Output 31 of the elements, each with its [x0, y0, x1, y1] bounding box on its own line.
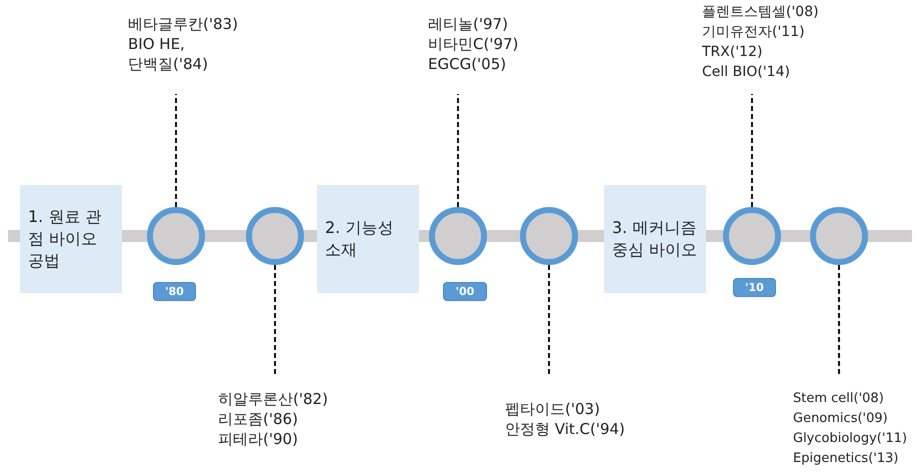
milestone-text: TRX('12) — [702, 43, 764, 62]
leader-line — [548, 265, 550, 375]
stage-box: 1. 원료 관점 바이오 공법 — [20, 185, 122, 293]
leader-line — [457, 94, 459, 207]
milestone-text: 히알루론산('82) — [218, 389, 329, 409]
stage-box: 3. 메커니즘 중심 바이오 — [604, 185, 706, 293]
decade-badge: '80 — [153, 282, 196, 301]
milestone-text: 안정형 Vit.C('94) — [505, 419, 626, 439]
decade-badge: '10 — [733, 278, 776, 297]
leader-line — [175, 94, 177, 207]
leader-line — [838, 265, 840, 375]
milestone-text: 베타글루칸('83) — [128, 14, 239, 34]
milestone-text: 피테라('90) — [218, 429, 299, 449]
milestone-text: Glycobiology('11) — [793, 430, 908, 448]
decade-badge: '00 — [443, 282, 487, 301]
milestone-text: 리포좀('86) — [218, 409, 299, 429]
milestone-text: 플렌트스템셀('08) — [702, 3, 820, 22]
milestone-text: 펩타이드('03) — [505, 399, 601, 419]
milestone-text: Epigenetics('13) — [793, 450, 900, 468]
leader-line — [751, 94, 753, 207]
milestone-text: Stem cell('08) — [793, 390, 885, 408]
milestone-text: Cell BIO('14) — [702, 63, 791, 82]
milestone-text: EGCG('05) — [428, 54, 508, 74]
milestone-text: 기미유전자('11) — [702, 23, 806, 42]
leader-line — [274, 265, 276, 375]
milestone-text: 레티놀('97) — [428, 14, 509, 34]
milestone-text: Genomics('09) — [793, 410, 889, 428]
milestone-text: BIO HE, — [128, 34, 186, 54]
milestone-text: 단백질('84) — [128, 54, 209, 74]
milestone-text: 비타민C('97) — [428, 34, 520, 54]
stage-box: 2. 기능성 소재 — [317, 185, 419, 293]
